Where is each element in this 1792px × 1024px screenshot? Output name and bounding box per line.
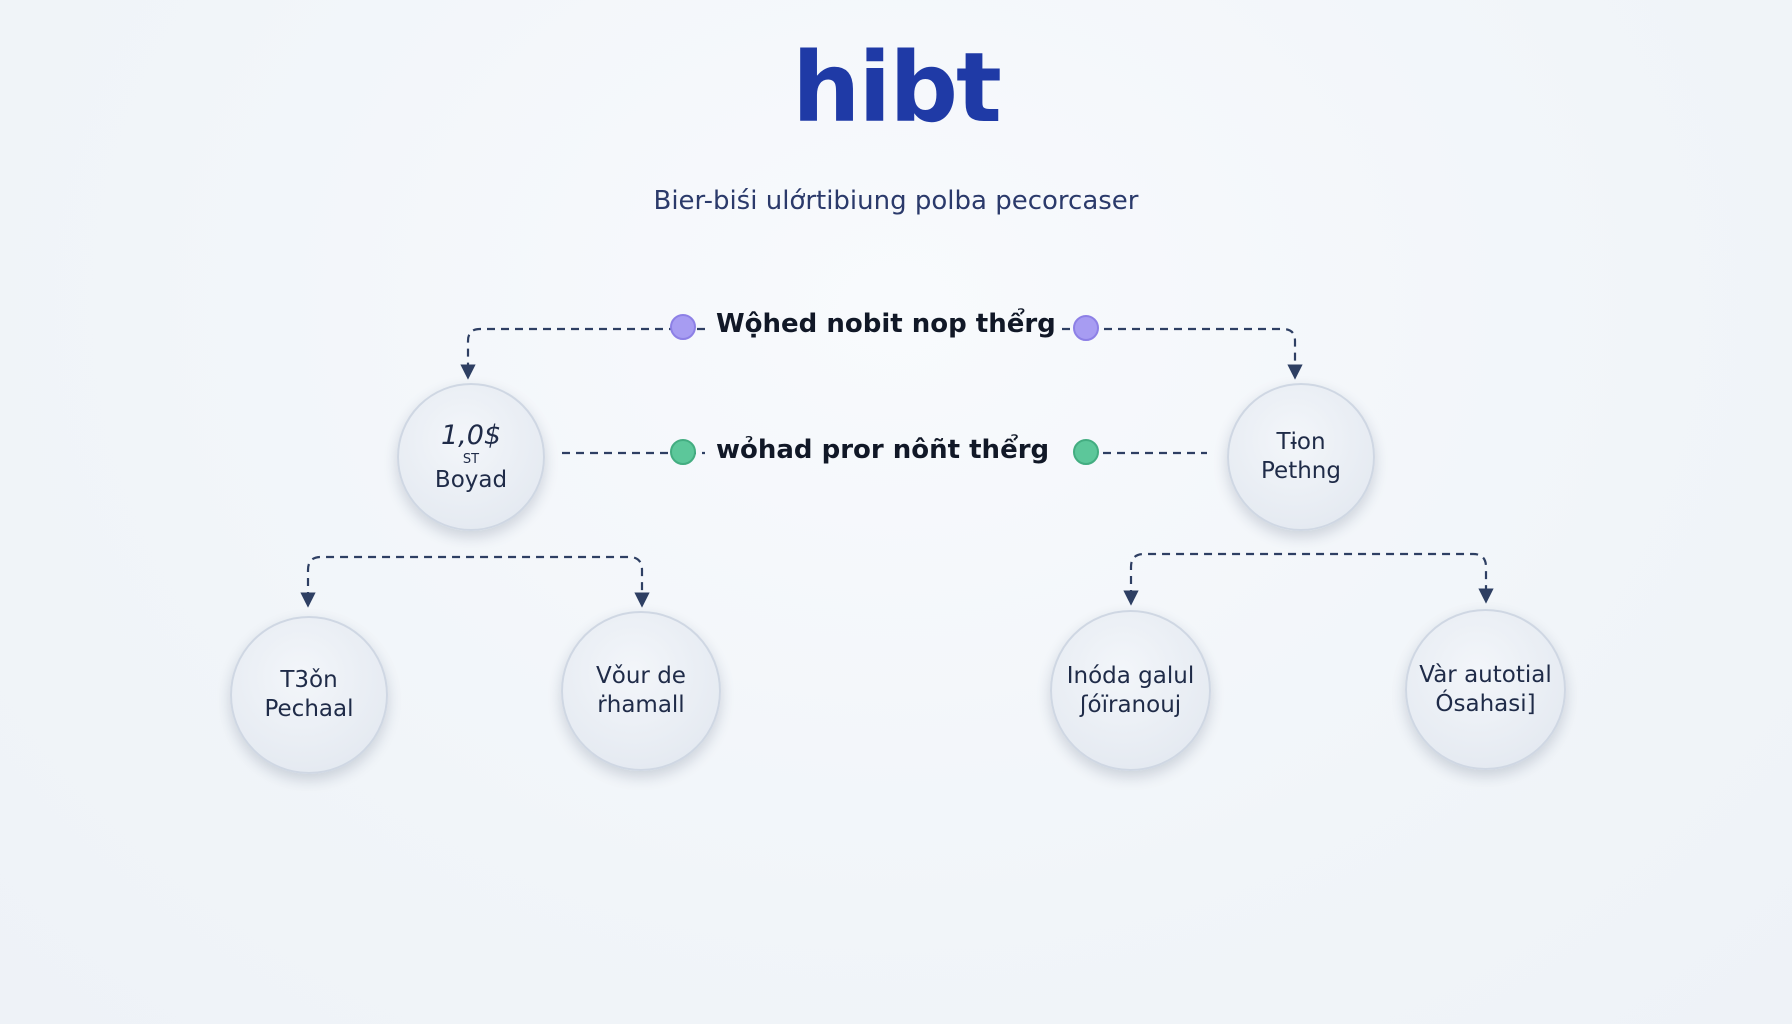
middle-connector-label: wỏhad pror nôñt thểrg <box>716 435 1050 465</box>
node-left-parent-value: 1,0$ <box>440 420 502 452</box>
node-left-child-1-line2: Pechaal <box>264 696 354 722</box>
top-connector-label: Wộhed nobit nop thểrg <box>716 309 1056 339</box>
node-left-parent[interactable]: 1,0$ ST Boyad <box>397 383 545 531</box>
connector-right-subtree <box>1123 552 1494 606</box>
dot-top-right <box>1073 315 1099 341</box>
node-left-child-2-line1: Vǒur de <box>596 663 686 690</box>
node-right-parent-line2: Pethng <box>1261 458 1341 484</box>
node-right-child-2-line2: Ósahasi] <box>1435 690 1536 717</box>
node-right-child-1-line2: ʃóïranouj <box>1079 691 1182 718</box>
node-right-child-1[interactable]: Inóda galul ʃóïranouj <box>1050 610 1211 771</box>
node-right-parent-line1: Tɨon <box>1276 429 1326 456</box>
node-left-child-2[interactable]: Vǒur de ṙhamall <box>561 611 721 771</box>
page-subtitle: Bier-biśi ulớrtibiung polba pecorcaser <box>653 186 1139 216</box>
brand-logo: hibt <box>792 32 1002 144</box>
node-left-parent-small: ST <box>462 452 480 467</box>
connector-left-subtree <box>300 555 650 608</box>
dot-middle-left <box>670 439 696 465</box>
node-left-parent-label: Boyad <box>434 467 508 493</box>
node-left-child-2-line2: ṙhamall <box>597 692 685 718</box>
connector-top-right <box>1062 327 1303 380</box>
dot-middle-right <box>1073 439 1099 465</box>
node-right-parent[interactable]: Tɨon Pethng <box>1227 383 1375 531</box>
node-left-child-1-line1: T3ǒn <box>280 667 338 694</box>
node-right-child-2-line1: Vàr autotial <box>1419 661 1552 688</box>
node-left-child-1[interactable]: T3ǒn Pechaal <box>230 616 388 774</box>
connector-top-left <box>460 327 705 380</box>
node-right-child-2[interactable]: Vàr autotial Ósahasi] <box>1405 609 1566 770</box>
node-right-child-1-line1: Inóda galul <box>1066 662 1195 689</box>
dot-top-left <box>670 314 696 340</box>
